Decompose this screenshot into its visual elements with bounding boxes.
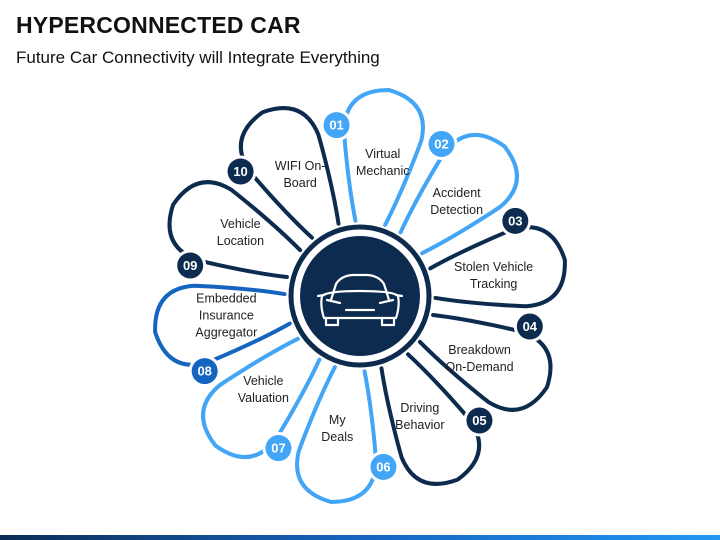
petal-loop-08	[153, 283, 292, 367]
petal-label-05: Driving Behavior	[395, 401, 445, 433]
badge-number: 06	[376, 459, 390, 474]
petal-label-03: Stolen Vehicle Tracking	[454, 260, 534, 292]
car-front-icon	[316, 273, 404, 327]
petal-loop-06	[295, 365, 379, 504]
bottom-accent-bar	[0, 535, 720, 540]
petal-label-10: WIFI On- Board	[274, 158, 326, 190]
petal-loop-07	[201, 336, 322, 460]
badge-10: 10	[224, 155, 257, 188]
badge-number: 04	[523, 319, 538, 334]
badge-08: 08	[188, 355, 221, 388]
badge-09: 09	[174, 249, 207, 282]
petal-label-02: Accident Detection	[430, 185, 484, 217]
petal-loops	[153, 88, 567, 504]
badge-04: 04	[513, 310, 546, 343]
badge-07: 07	[262, 432, 295, 465]
petal-label-01: Virtual Mechanic	[355, 146, 410, 178]
badge-01: 01	[320, 109, 353, 142]
badge-number: 07	[271, 441, 285, 456]
badge-number: 01	[329, 118, 343, 133]
badge-circle	[265, 435, 292, 462]
badge-circle	[502, 207, 529, 234]
badge-number: 05	[472, 413, 486, 428]
petal-loop-03	[428, 225, 567, 309]
badge-number: 02	[434, 136, 448, 151]
badge-circle	[227, 158, 254, 185]
page-title: HYPERCONNECTED CAR	[16, 12, 301, 38]
petal-loop-05	[379, 352, 481, 486]
badge-number: 09	[183, 258, 197, 273]
petal-label-08: Embedded Insurance Aggregator	[195, 291, 258, 339]
petal-label-06: My Deals	[321, 413, 354, 445]
petal-label-09: Vehicle Location	[216, 217, 265, 249]
badge-02: 02	[425, 127, 458, 160]
page-subtitle: Future Car Connectivity will Integrate E…	[16, 48, 380, 67]
badge-circle	[323, 112, 350, 139]
badge-circle	[177, 252, 204, 279]
badge-number: 08	[197, 364, 211, 379]
badge-05: 05	[463, 404, 496, 437]
petal-loop-10	[239, 106, 341, 240]
badge-circle	[466, 407, 493, 434]
badge-number: 10	[233, 164, 247, 179]
badge-03: 03	[499, 204, 532, 237]
center-hub	[288, 224, 432, 368]
badge-circle	[428, 130, 455, 157]
number-badges: 01 02 03 04 05 06 07 08 09 10	[174, 109, 546, 483]
badge-circle	[516, 313, 543, 340]
petal-loop-01	[341, 88, 425, 227]
badge-circle	[370, 453, 397, 480]
petal-label-07: Vehicle Valuation	[237, 374, 289, 406]
petal-loop-02	[398, 132, 519, 256]
badge-number: 03	[508, 213, 522, 228]
badge-06: 06	[367, 450, 400, 483]
petal-loop-09	[167, 180, 303, 280]
petal-label-04: Breakdown On-Demand	[445, 342, 514, 374]
petal-loop-04	[417, 312, 553, 412]
badge-circle	[191, 358, 218, 385]
